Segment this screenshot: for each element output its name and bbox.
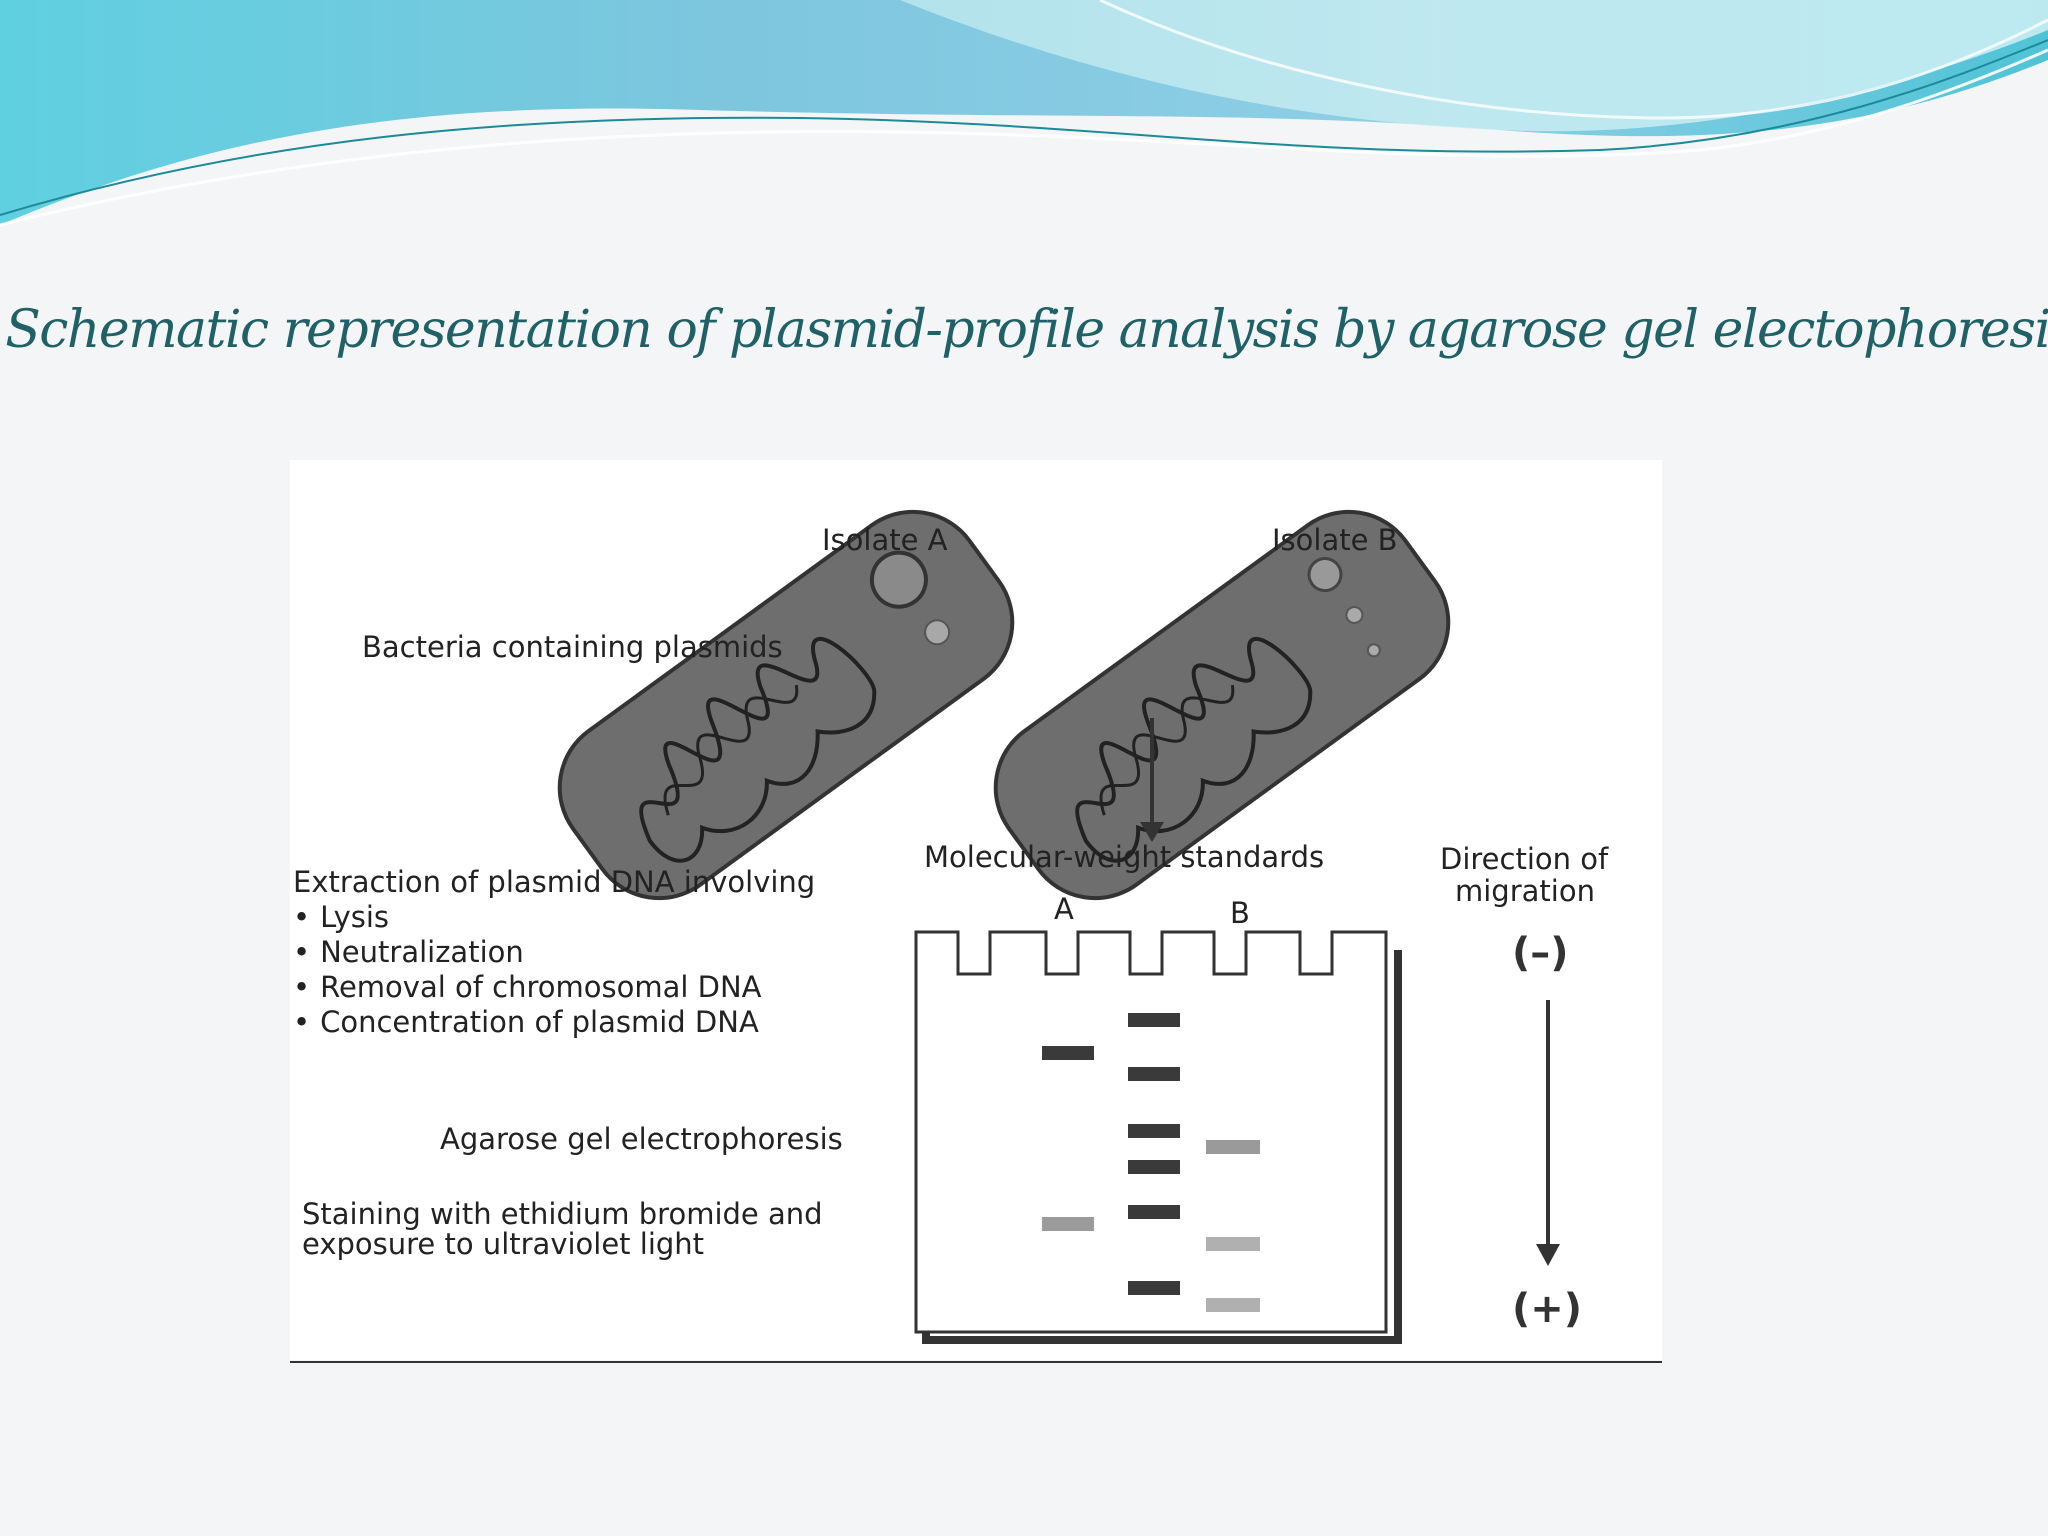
staining-label-line1: Staining with ethidium bromide and xyxy=(302,1197,823,1231)
electrophoresis-label: Agarose gel electrophoresis xyxy=(440,1122,843,1156)
figure-drawing xyxy=(557,509,1560,1344)
header-wave-decoration xyxy=(0,0,2048,227)
isolate-a-label: Isolate A xyxy=(822,523,948,557)
band-standard xyxy=(1128,1160,1180,1174)
band-lane-b xyxy=(1206,1140,1260,1154)
positive-pole: (+) xyxy=(1512,1286,1583,1332)
direction-label-line2: migration xyxy=(1455,874,1595,908)
bacteria-label: Bacteria containing plasmids xyxy=(362,630,783,664)
band-standard xyxy=(1128,1281,1180,1295)
process-arrow-head xyxy=(1140,822,1164,842)
band-lane-b xyxy=(1206,1298,1260,1312)
figure-baseline-rule xyxy=(290,1361,1662,1363)
isolate-b-label: Isolate B xyxy=(1272,523,1398,557)
lane-label-b: B xyxy=(1230,896,1250,930)
bacterium-b xyxy=(993,509,1451,901)
lane-label-a: A xyxy=(1054,892,1074,926)
negative-pole: (–) xyxy=(1512,930,1569,976)
extraction-steps: Lysis Neutralization Removal of chromoso… xyxy=(293,900,762,1040)
extraction-step: Lysis xyxy=(293,900,762,935)
band-standard xyxy=(1128,1013,1180,1027)
band-standard xyxy=(1128,1067,1180,1081)
band-standard xyxy=(1128,1205,1180,1219)
slide-title: Schematic representation of plasmid-prof… xyxy=(5,300,2048,360)
standards-label: Molecular-weight standards xyxy=(924,840,1325,874)
extraction-step: Concentration of plasmid DNA xyxy=(293,1005,762,1040)
band-lane-a xyxy=(1042,1217,1094,1231)
plasmid-analysis-figure: Isolate A Isolate B Bacteria containing … xyxy=(290,460,1662,1360)
extraction-heading: Extraction of plasmid DNA involving xyxy=(293,865,816,899)
extraction-step: Neutralization xyxy=(293,935,762,970)
migration-arrow-head xyxy=(1536,1244,1560,1266)
extraction-step: Removal of chromosomal DNA xyxy=(293,970,761,1005)
band-lane-b xyxy=(1206,1237,1260,1251)
direction-label-line1: Direction of xyxy=(1440,842,1609,876)
band-lane-a xyxy=(1042,1046,1094,1060)
staining-label-line2: exposure to ultraviolet light xyxy=(302,1227,705,1261)
band-standard xyxy=(1128,1124,1180,1138)
bacterium-a xyxy=(557,509,1015,901)
